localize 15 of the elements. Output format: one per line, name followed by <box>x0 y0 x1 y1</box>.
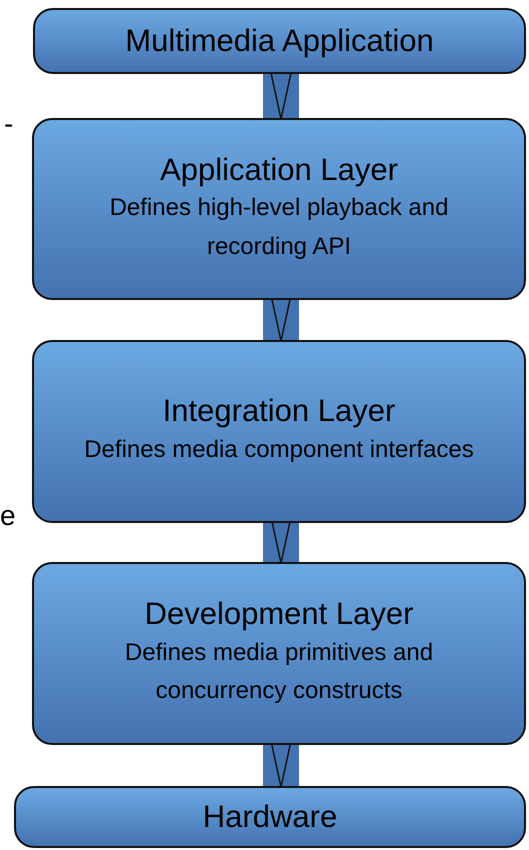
layer-box <box>33 8 526 74</box>
layer-box <box>32 562 526 745</box>
box-title: Hardware <box>202 799 338 835</box>
layer-box <box>32 340 526 523</box>
box-title: Application Layer <box>160 152 398 188</box>
box-title: Integration Layer <box>162 393 396 430</box>
text-fragment: e <box>0 500 16 532</box>
box-description: Defines high-level playback and recording API <box>109 193 449 262</box>
box-title: Multimedia Application <box>125 23 434 59</box>
box-title: Development Layer <box>144 596 414 632</box>
layer-box <box>32 118 526 300</box>
layer-box <box>14 786 526 848</box>
text-fragment: - <box>4 108 14 140</box>
box-description: Defines media component interfaces <box>84 435 474 466</box>
box-description: Defines media primitives and concurrency constructs <box>124 638 434 706</box>
